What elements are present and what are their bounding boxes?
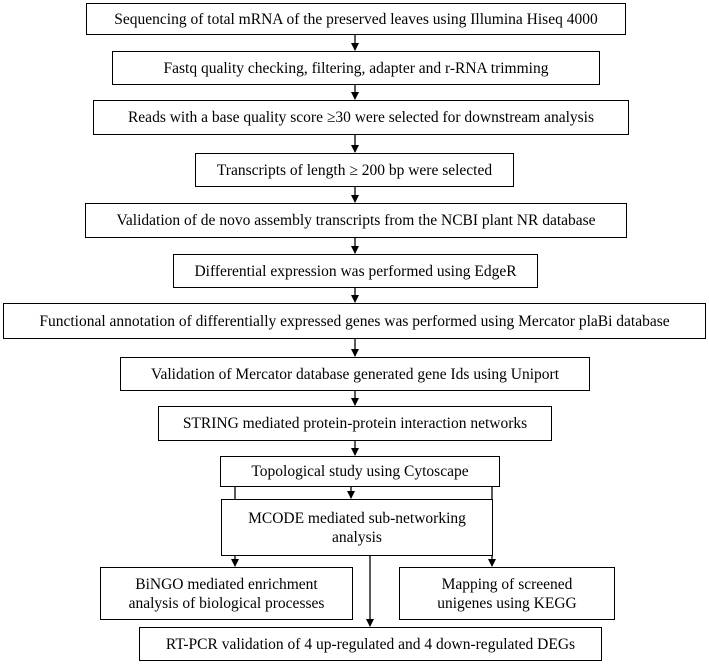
step-sequencing: Sequencing of total mRNA of the preserve… [86, 3, 626, 35]
step-quality-check: Fastq quality checking, filtering, adapt… [112, 51, 600, 85]
step-mcode: MCODE mediated sub-networking analysis [221, 499, 493, 556]
step-functional-annotation: Functional annotation of differentially … [3, 303, 706, 339]
step-cytoscape: Topological study using Cytoscape [220, 456, 500, 487]
step-string-network: STRING mediated protein-protein interact… [158, 406, 552, 441]
step-rt-pcr: RT-PCR validation of 4 up-regulated and … [139, 627, 602, 661]
step-nr-validation: Validation of de novo assembly transcrip… [85, 203, 627, 238]
step-transcript-length: Transcripts of length ≥ 200 bp were sele… [195, 153, 514, 187]
step-kegg: Mapping of screened unigenes using KEGG [399, 567, 615, 620]
step-gene-id-validation: Validation of Mercator database generate… [120, 357, 590, 391]
step-differential-expression: Differential expression was performed us… [173, 254, 538, 288]
step-bingo: BiNGO mediated enrichment analysis of bi… [100, 567, 353, 620]
step-read-selection: Reads with a base quality score ≥30 were… [93, 100, 629, 135]
